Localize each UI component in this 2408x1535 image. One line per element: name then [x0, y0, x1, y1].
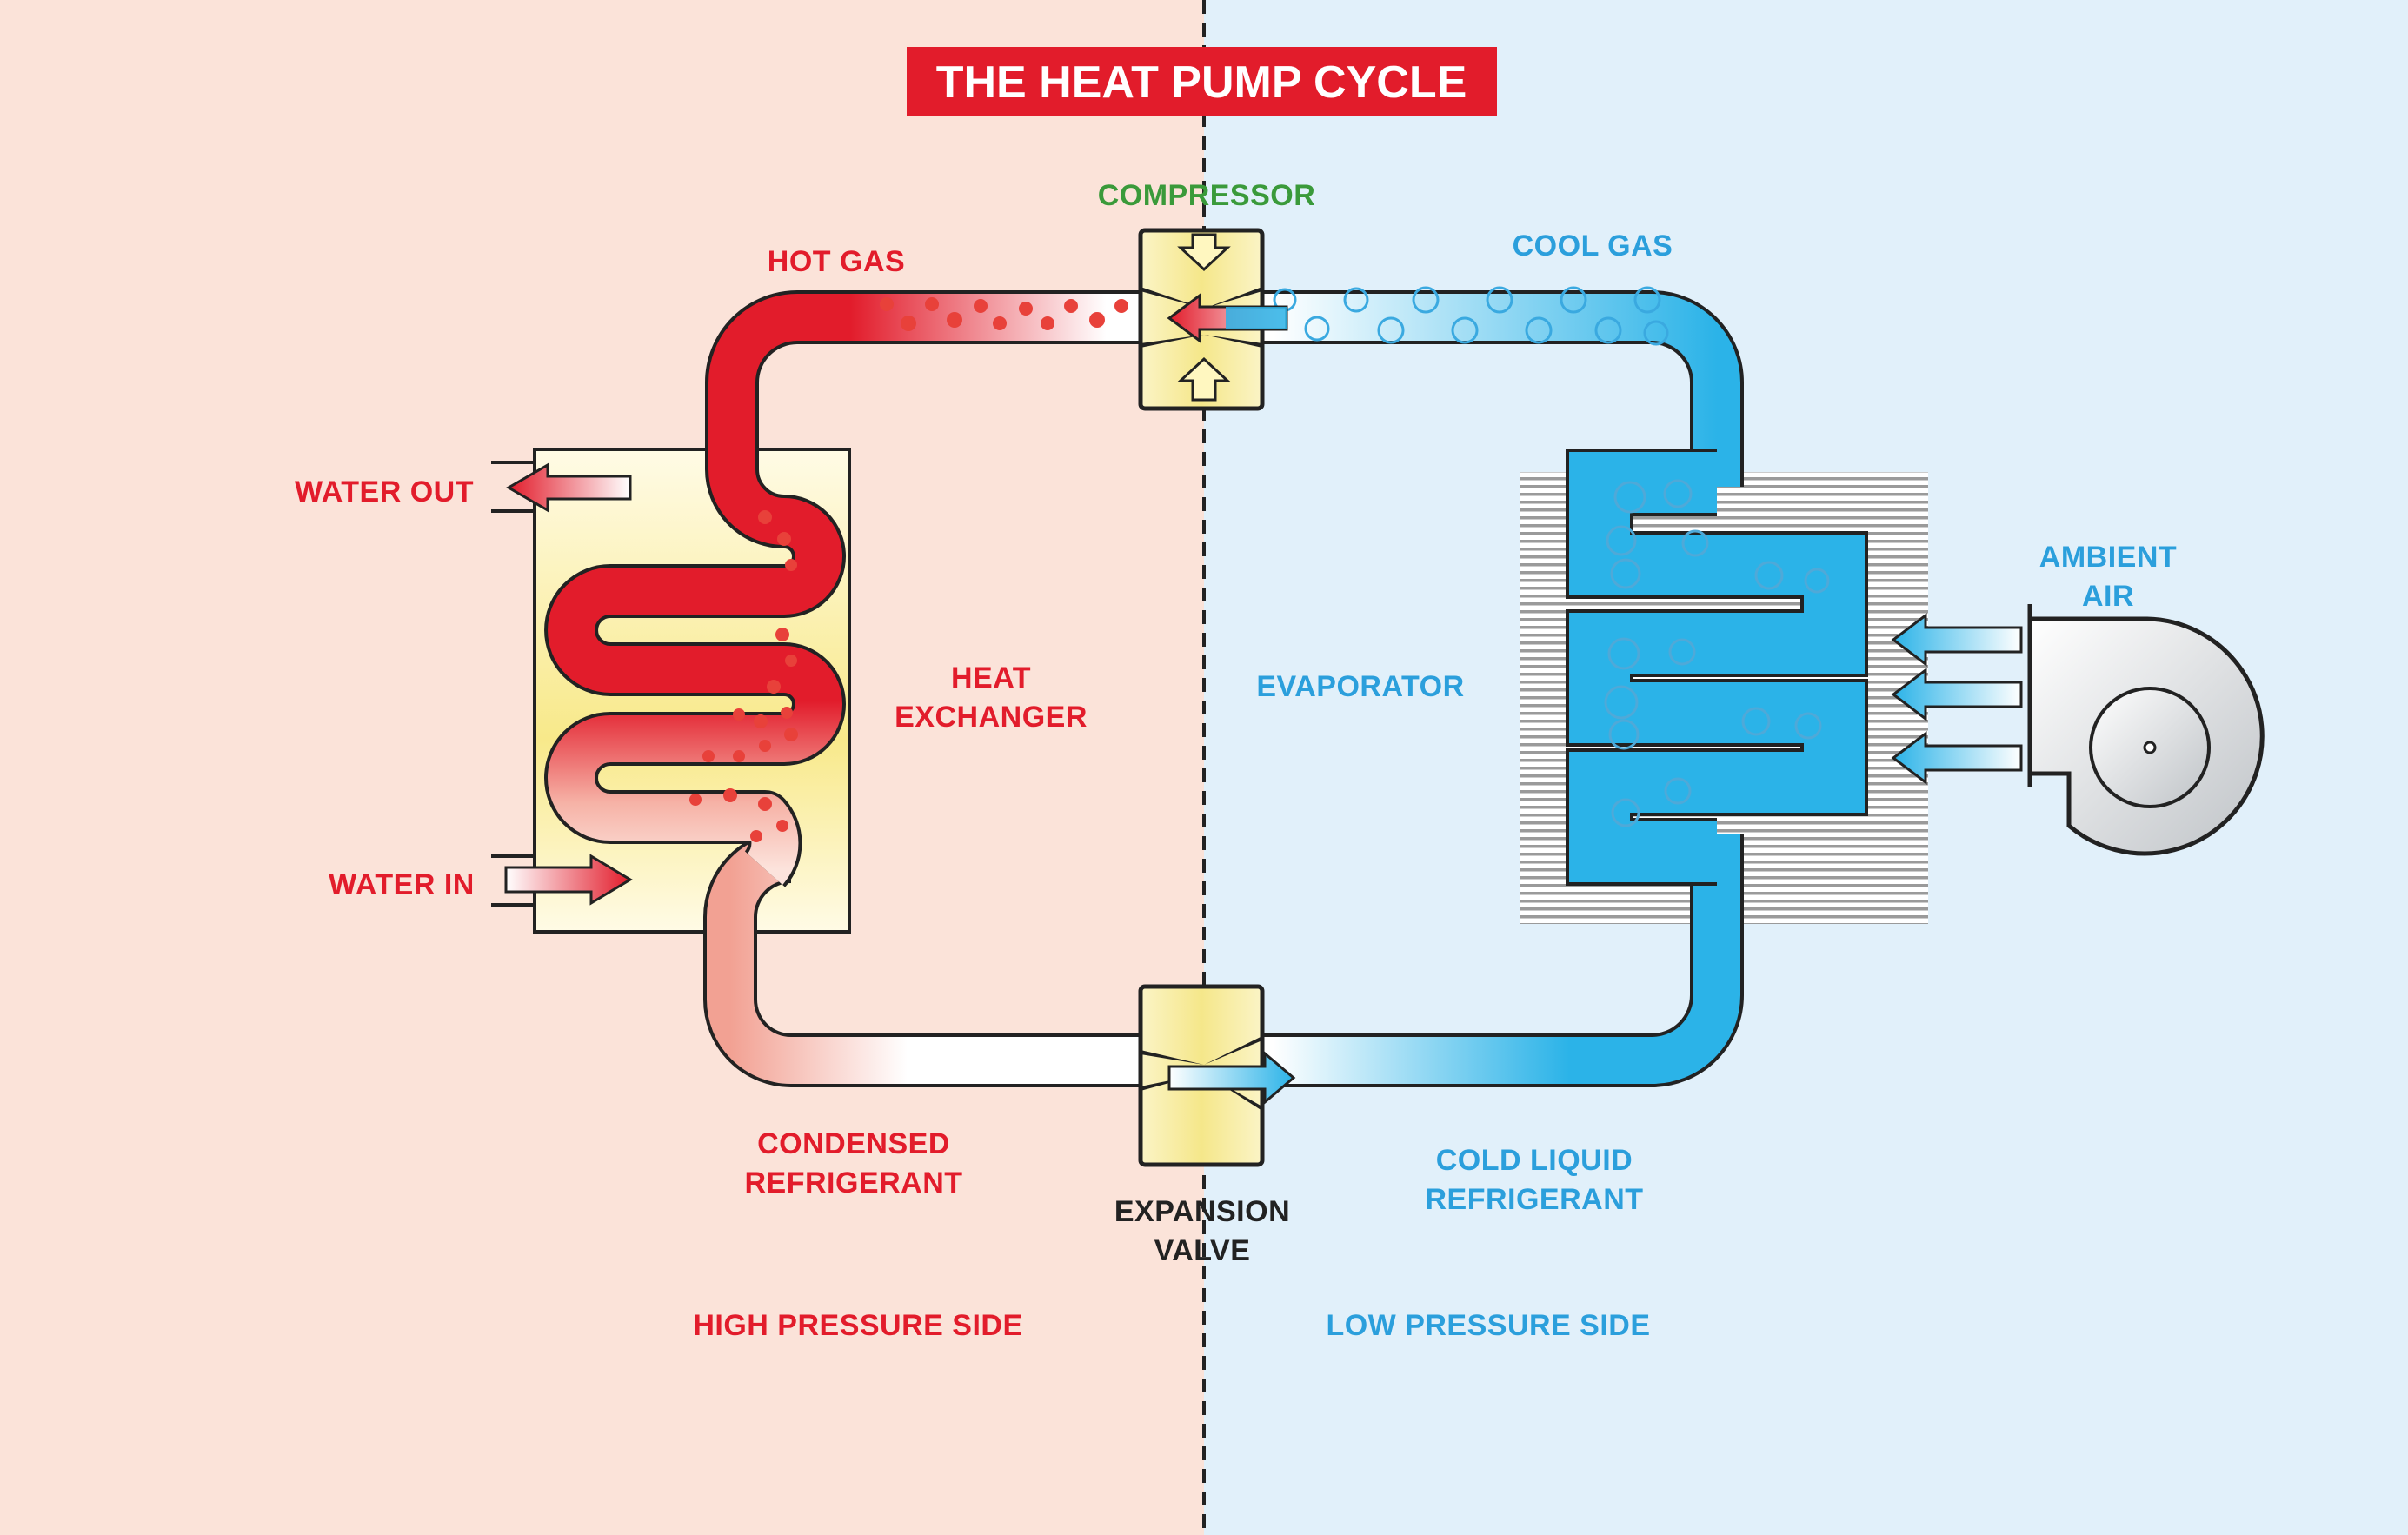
condensed-refrigerant-label-line2: REFRIGERANT [744, 1166, 962, 1199]
high-pressure-side-label: HIGH PRESSURE SIDE [693, 1309, 1022, 1342]
expansion-valve-label-line1: EXPANSION [1114, 1195, 1290, 1228]
compressor-label: COMPRESSOR [1098, 179, 1316, 212]
condenser-dots [689, 510, 798, 842]
title: THE HEAT PUMP CYCLE [936, 57, 1467, 108]
water-in-arrow-icon [504, 854, 633, 906]
refrigerant-pipe-bottom [703, 829, 1744, 1087]
water-out-label: WATER OUT [295, 475, 474, 508]
ambient-air-label-line2: AIR [2082, 580, 2134, 613]
refrigerant-flow-arrow-icon [1167, 1050, 1296, 1106]
ambient-air-label-line1: AMBIENT [2039, 541, 2177, 574]
air-arrow-icon [1891, 667, 2023, 722]
compressor-down-arrow-icon [1177, 233, 1231, 272]
condensed-refrigerant-label-line1: CONDENSED [757, 1127, 950, 1160]
water-out-arrow-icon [506, 462, 632, 513]
hot-gas-label: HOT GAS [768, 245, 905, 278]
evaporator-coil [1566, 449, 1868, 886]
expansion-valve-label-line2: VALVE [1154, 1234, 1251, 1267]
water-in-label: WATER IN [329, 868, 475, 901]
air-arrow-icon [1891, 612, 2023, 668]
fan-icon [2027, 604, 2265, 856]
cold-liquid-refrigerant-label-line1: COLD LIQUID [1436, 1144, 1633, 1177]
low-pressure-side-label: LOW PRESSURE SIDE [1326, 1309, 1650, 1342]
heat-exchanger-label-line2: EXCHANGER [895, 701, 1088, 734]
air-arrow-icon [1891, 730, 2023, 786]
cool-gas-label: COOL GAS [1513, 229, 1673, 262]
title-banner [907, 47, 1497, 116]
condenser-coil [544, 426, 846, 887]
evaporator-label: EVAPORATOR [1256, 670, 1464, 703]
ambient-air-arrows [1891, 612, 2023, 786]
heat-exchanger-label-line1: HEAT [951, 661, 1031, 694]
cold-liquid-refrigerant-label-line2: REFRIGERANT [1425, 1183, 1643, 1216]
evaporator-bubbles [1604, 479, 1830, 827]
compressor-up-arrow-icon [1177, 356, 1231, 402]
